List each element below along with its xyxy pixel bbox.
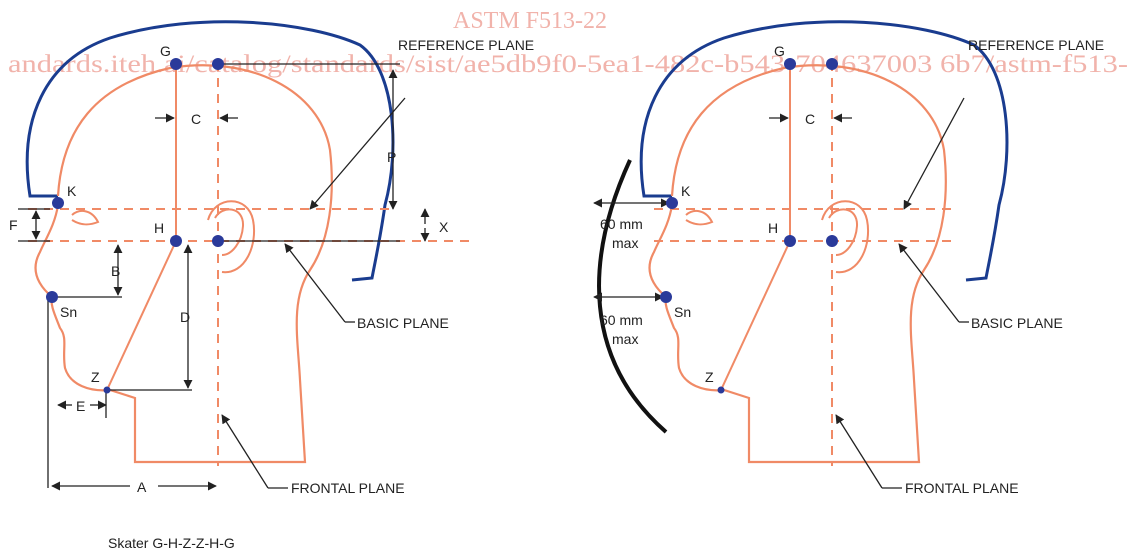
left-dimension-lines	[18, 63, 430, 491]
right-dim-c: C	[805, 111, 815, 127]
right-ear	[821, 200, 869, 274]
right-face-shield	[597, 159, 668, 434]
left-dim-a: A	[137, 479, 147, 495]
right-point-z	[717, 386, 725, 394]
left-eye	[71, 209, 100, 226]
left-h-z-line	[106, 240, 177, 391]
right-point-g-front	[826, 58, 838, 70]
right-point-sn	[660, 291, 672, 303]
right-point-h	[784, 235, 796, 247]
right-point-k	[666, 197, 678, 209]
right-h-z-line	[720, 240, 791, 391]
left-dim-p: P	[387, 149, 396, 165]
right-label-sn: Sn	[674, 304, 691, 320]
left-dim-d: D	[180, 309, 190, 325]
right-helmet-outline	[639, 20, 1009, 282]
right-head-outline	[648, 64, 947, 464]
left-dim-f: F	[9, 217, 18, 233]
right-label-frontal-plane: FRONTAL PLANE	[905, 480, 1019, 496]
right-figure: G K H Sn Z C 60 mm max 60 mm max REFEREN…	[593, 20, 1104, 496]
left-label-basic-plane: BASIC PLANE	[357, 315, 449, 331]
left-label-h: H	[154, 220, 164, 236]
left-label-g: G	[160, 43, 171, 59]
right-point-g-rear	[784, 58, 796, 70]
left-helmet-outline	[25, 20, 395, 282]
left-label-k: K	[67, 183, 77, 199]
right-label-reference-plane: REFERENCE PLANE	[968, 37, 1104, 53]
left-label-reference-plane: REFERENCE PLANE	[398, 37, 534, 53]
left-ear	[207, 200, 255, 274]
left-point-g-rear	[170, 58, 182, 70]
left-point-sn	[46, 291, 58, 303]
left-dim-b: B	[111, 263, 120, 279]
right-point-ear	[826, 235, 838, 247]
watermark-title: ASTM F513-22	[453, 8, 607, 34]
left-label-sn: Sn	[60, 304, 77, 320]
left-label-z: Z	[91, 369, 100, 385]
left-point-h	[170, 235, 182, 247]
left-dim-e: E	[76, 398, 85, 414]
right-label-k: K	[681, 183, 691, 199]
left-point-k	[52, 197, 64, 209]
right-dimension-lines	[593, 97, 969, 489]
left-figure: G K H Sn Z C P X F B D E A REFERENCE PLA…	[9, 20, 534, 496]
right-label-h: H	[768, 220, 778, 236]
right-max-upper-line1: 60 mm	[600, 216, 643, 232]
right-max-upper-line2: max	[612, 235, 638, 251]
left-point-g-front	[212, 58, 224, 70]
right-label-z: Z	[705, 369, 714, 385]
right-label-g: G	[774, 43, 785, 59]
right-eye	[685, 209, 714, 226]
left-dim-c: C	[191, 111, 201, 127]
left-point-ear	[212, 235, 224, 247]
right-label-basic-plane: BASIC PLANE	[971, 315, 1063, 331]
right-max-lower-line1: 60 mm	[600, 312, 643, 328]
right-max-lower-line2: max	[612, 331, 638, 347]
left-dim-x: X	[439, 219, 449, 235]
left-label-frontal-plane: FRONTAL PLANE	[291, 480, 405, 496]
figure-caption: Skater G-H-Z-Z-H-G	[108, 535, 235, 551]
left-point-z	[103, 386, 111, 394]
